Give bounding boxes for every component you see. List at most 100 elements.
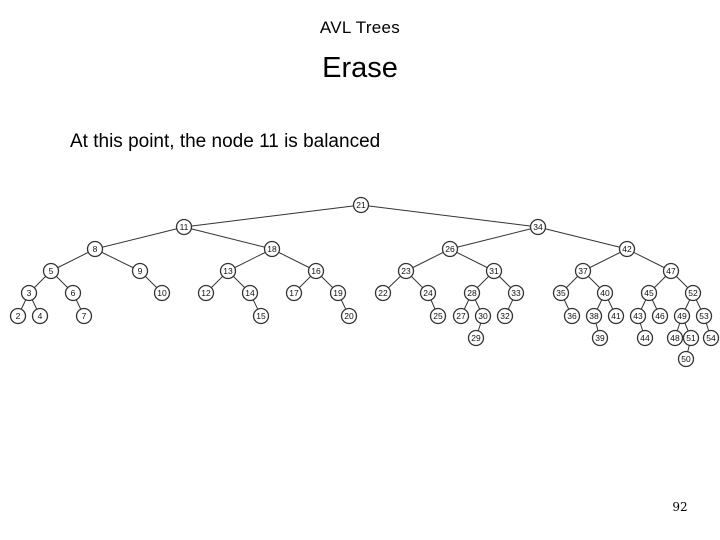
tree-node-30: 30: [474, 307, 492, 325]
tree-node-8: 8: [86, 240, 104, 258]
tree-node-34: 34: [529, 218, 547, 236]
tree-node-16: 16: [307, 262, 325, 280]
tree-node-label: 18: [267, 244, 277, 254]
tree-node-circle: [485, 262, 503, 280]
tree-node-label: 54: [706, 333, 716, 343]
tree-node-21: 21: [352, 196, 370, 214]
tree-node-circle: [673, 307, 691, 325]
tree-node-circle: [552, 284, 570, 302]
tree-node-circle: [64, 284, 82, 302]
tree-node-label: 4: [38, 311, 43, 321]
tree-node-label: 5: [49, 266, 54, 276]
tree-node-label: 27: [456, 311, 466, 321]
tree-node-circle: [662, 262, 680, 280]
tree-node-10: 10: [153, 284, 171, 302]
tree-node-circle: [397, 262, 415, 280]
tree-node-circle: [677, 350, 695, 368]
tree-node-50: 50: [677, 350, 695, 368]
tree-node-circle: [31, 307, 49, 325]
tree-node-42: 42: [618, 240, 636, 258]
tree-node-circle: [285, 284, 303, 302]
tree-node-label: 20: [344, 311, 354, 321]
tree-edge-8-5: [50, 248, 96, 272]
tree-node-11: 11: [175, 218, 193, 236]
tree-edge-34-26: [449, 226, 539, 250]
tree-node-15: 15: [252, 307, 270, 325]
tree-node-label: 25: [433, 311, 443, 321]
tree-edge-11-8: [94, 226, 185, 250]
tree-node-32: 32: [496, 307, 514, 325]
tree-node-label: 43: [633, 311, 643, 321]
tree-edge-42-47: [626, 248, 672, 272]
tree-edge-34-42: [537, 226, 628, 250]
tree-node-26: 26: [441, 240, 459, 258]
tree-node-25: 25: [429, 307, 447, 325]
tree-node-label: 11: [180, 222, 189, 232]
tree-node-label: 7: [82, 311, 87, 321]
tree-node-circle: [591, 329, 609, 347]
tree-node-3: 3: [20, 284, 38, 302]
tree-node-circle: [607, 307, 625, 325]
tree-node-label: 33: [511, 288, 521, 298]
tree-node-label: 52: [688, 288, 698, 298]
tree-node-18: 18: [263, 240, 281, 258]
tree-node-19: 19: [329, 284, 347, 302]
tree-node-circle: [702, 329, 720, 347]
tree-node-label: 16: [311, 266, 321, 276]
tree-node-label: 34: [533, 222, 543, 232]
tree-node-label: 32: [500, 311, 510, 321]
tree-edge-8-9: [94, 248, 141, 272]
tree-node-35: 35: [552, 284, 570, 302]
tree-node-45: 45: [640, 284, 658, 302]
tree-node-39: 39: [591, 329, 609, 347]
tree-node-label: 23: [401, 266, 411, 276]
tree-node-label: 44: [640, 333, 650, 343]
tree-node-circle: [197, 284, 215, 302]
tree-node-circle: [636, 329, 654, 347]
tree-node-49: 49: [673, 307, 691, 325]
tree-node-label: 28: [467, 288, 477, 298]
tree-node-label: 22: [378, 288, 388, 298]
tree-node-44: 44: [636, 329, 654, 347]
tree-node-circle: [474, 307, 492, 325]
tree-edge-21-34: [360, 204, 539, 228]
tree-node-13: 13: [219, 262, 237, 280]
tree-node-label: 30: [478, 311, 488, 321]
tree-node-38: 38: [585, 307, 603, 325]
slide-title: Erase: [322, 52, 398, 84]
tree-node-label: 3: [27, 288, 32, 298]
tree-node-31: 31: [485, 262, 503, 280]
tree-node-label: 45: [644, 288, 654, 298]
tree-node-circle: [596, 284, 614, 302]
tree-node-circle: [574, 262, 592, 280]
page-number: 92: [672, 500, 688, 514]
tree-node-circle: [86, 240, 104, 258]
tree-node-circle: [618, 240, 636, 258]
tree-node-28: 28: [463, 284, 481, 302]
tree-node-20: 20: [340, 307, 358, 325]
slide-header: AVL Trees: [319, 18, 401, 37]
tree-node-label: 31: [489, 266, 499, 276]
tree-node-label: 9: [138, 266, 143, 276]
tree-node-label: 8: [93, 244, 98, 254]
tree-node-circle: [496, 307, 514, 325]
tree-node-29: 29: [467, 329, 485, 347]
tree-node-label: 53: [699, 311, 709, 321]
tree-node-33: 33: [507, 284, 525, 302]
tree-node-label: 42: [622, 244, 632, 254]
tree-node-circle: [20, 284, 38, 302]
tree-node-circle: [684, 284, 702, 302]
tree-node-label: 19: [333, 288, 343, 298]
tree-node-label: 39: [595, 333, 605, 343]
tree-node-label: 15: [256, 311, 266, 321]
tree-node-43: 43: [629, 307, 647, 325]
tree-node-40: 40: [596, 284, 614, 302]
tree-node-circle: [463, 284, 481, 302]
tree-node-37: 37: [574, 262, 592, 280]
tree-node-circle: [307, 262, 325, 280]
tree-node-label: 41: [611, 311, 621, 321]
tree-node-label: 40: [600, 288, 610, 298]
tree-node-22: 22: [374, 284, 392, 302]
